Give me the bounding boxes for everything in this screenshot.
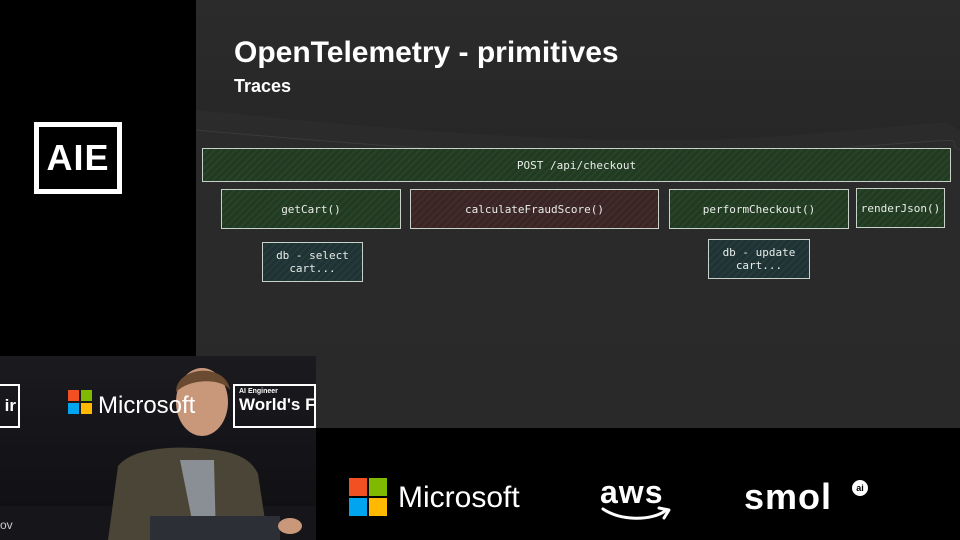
trace-span-db-update-label: db - update cart... xyxy=(723,246,796,272)
trace-span-get-cart: getCart() xyxy=(221,189,401,229)
trace-span-db-select: db - select cart... xyxy=(262,242,363,282)
trace-span-calculate-fraud-score-label: calculateFraudScore() xyxy=(465,203,604,216)
slide-subtitle: Traces xyxy=(234,76,291,97)
trace-span-root-label: POST /api/checkout xyxy=(517,159,636,172)
video-banner-left-text: ir xyxy=(5,396,16,416)
smol-ai-badge-text: ai xyxy=(856,483,864,493)
slide-title: OpenTelemetry - primitives xyxy=(234,36,619,70)
aie-logo: AIE xyxy=(34,122,122,194)
trace-span-perform-checkout: performCheckout() xyxy=(669,189,849,229)
trace-span-get-cart-label: getCart() xyxy=(281,203,341,216)
smol-ai-badge: ai xyxy=(852,480,868,496)
trace-span-calculate-fraud-score: calculateFraudScore() xyxy=(410,189,659,229)
sponsor-microsoft-logo-icon xyxy=(349,478,387,516)
video-banner-left: ir xyxy=(0,384,20,428)
trace-span-render-json: renderJson() xyxy=(856,188,945,228)
aws-smile-icon xyxy=(601,505,673,523)
sponsor-microsoft-text: Microsoft xyxy=(398,478,520,518)
worlds-fair-banner-big: World's Fai xyxy=(239,395,310,415)
worlds-fair-banner-small: AI Engineer xyxy=(239,388,310,395)
video-bottom-text: ov xyxy=(0,518,13,532)
trace-span-render-json-label: renderJson() xyxy=(861,202,940,215)
trace-span-root: POST /api/checkout xyxy=(202,148,951,182)
video-microsoft-text: Microsoft xyxy=(98,392,195,420)
trace-span-perform-checkout-label: performCheckout() xyxy=(703,203,816,216)
microsoft-logo-icon xyxy=(68,390,92,414)
aie-logo-text: AIE xyxy=(46,137,109,179)
sponsor-smol-text: smol xyxy=(744,476,832,518)
trace-span-db-update: db - update cart... xyxy=(708,239,810,279)
trace-span-db-select-label: db - select cart... xyxy=(276,249,349,275)
worlds-fair-banner: AI Engineer World's Fai xyxy=(233,384,316,428)
